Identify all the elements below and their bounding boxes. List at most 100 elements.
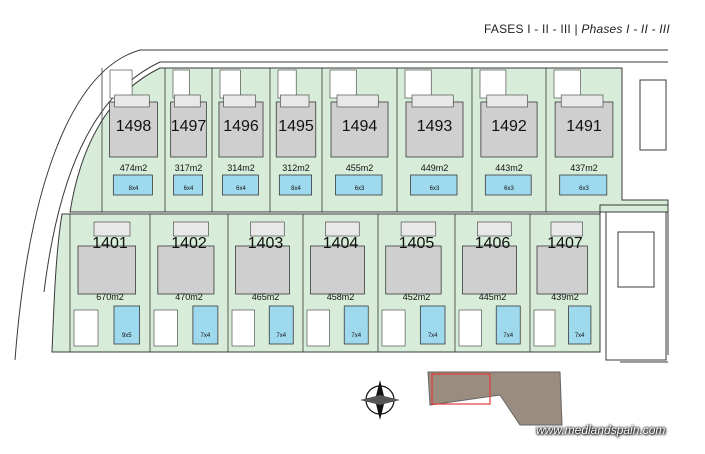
house-footprint [310, 245, 365, 295]
pool-size: 7x4 [503, 333, 513, 339]
roof-terrace [173, 221, 209, 237]
plot-number: 1403 [248, 235, 284, 252]
roof-terrace [93, 221, 131, 237]
locator-highlight [431, 373, 491, 405]
house-footprint [330, 101, 389, 158]
driveway [381, 309, 406, 347]
plot-number: 1493 [417, 118, 453, 135]
pool [112, 174, 153, 196]
pool-size: 6x4 [236, 186, 246, 192]
house-footprint [170, 101, 207, 158]
plot-number: 1496 [223, 118, 259, 135]
road-edge-far [14, 49, 668, 361]
roof-terrace [400, 221, 437, 237]
pool [335, 174, 383, 196]
plot-1492: 1492 443m2 6x3 [471, 68, 538, 212]
plot-area: 314m2 [227, 163, 255, 173]
plot-area: 458m2 [327, 292, 355, 302]
pool-size: 7x4 [201, 333, 211, 339]
roof-terrace [560, 94, 604, 108]
house-footprint [109, 101, 158, 158]
plot-number: 1405 [399, 235, 435, 252]
plot-1496: 1496 314m2 6x4 [211, 68, 264, 212]
road-edge-outer [43, 61, 668, 293]
pool-size: 7x4 [351, 333, 361, 339]
plot-area: 317m2 [175, 163, 203, 173]
plot-area: 465m2 [252, 292, 280, 302]
pool [192, 305, 219, 345]
driveway [553, 69, 581, 99]
plot-1497: 1497 317m2 6x4 [164, 68, 207, 212]
pool-size: 6x3 [579, 186, 589, 192]
pool [343, 305, 369, 345]
plot-area: 449m2 [421, 163, 449, 173]
compass-cross [360, 395, 400, 405]
pool [568, 305, 592, 345]
roof-terrace [250, 221, 285, 237]
pool [495, 305, 521, 345]
site-locator-map [427, 371, 563, 426]
roof-terrace [477, 221, 512, 237]
plot-number: 1497 [171, 118, 207, 135]
driveway [73, 309, 99, 347]
neighbour-building-top [639, 79, 667, 151]
plot-area: 443m2 [495, 163, 523, 173]
roof-terrace [174, 94, 201, 108]
road-edge-right [620, 210, 669, 363]
roof-terrace [280, 94, 310, 108]
roof-terrace [486, 94, 528, 108]
plot-number: 1406 [475, 235, 511, 252]
phases-title: FASES I - II - III | Phases I - II - III [484, 22, 670, 36]
plot-area: 670m2 [96, 292, 124, 302]
pool-size: 8x4 [291, 186, 301, 192]
roof-terrace [411, 94, 454, 108]
plot-number: 1494 [342, 118, 378, 135]
pool-size: 6x4 [184, 186, 194, 192]
pool-size: 9x5 [122, 333, 132, 339]
roof-terrace [336, 94, 379, 108]
pool-size: 8x4 [129, 186, 139, 192]
plot-1406: 1406 445m2 7x4 [454, 214, 521, 352]
plot-number: 1402 [171, 235, 207, 252]
house-footprint [218, 101, 264, 158]
house-footprint [462, 245, 517, 295]
driveway [306, 309, 330, 347]
driveway [329, 69, 357, 99]
plot-number: 1401 [92, 235, 128, 252]
plot-area: 312m2 [282, 163, 310, 173]
roof-terrace [325, 221, 360, 237]
phases-title-separator: | [574, 22, 578, 36]
driveway [109, 69, 133, 99]
plot-number: 1491 [566, 118, 602, 135]
plot-area: 474m2 [120, 163, 148, 173]
pool [173, 174, 204, 196]
pool-size: 6x3 [504, 186, 514, 192]
north-arrow-icon [360, 380, 400, 420]
driveway [479, 69, 507, 99]
plot-1495: 1495 312m2 8x4 [269, 68, 317, 212]
roof-terrace [114, 94, 150, 108]
plot-area: 470m2 [175, 292, 203, 302]
plot-area: 452m2 [403, 292, 431, 302]
driveway [172, 69, 190, 99]
pool-size: 6x3 [355, 186, 365, 192]
plot-area: 445m2 [479, 292, 507, 302]
plot-number: 1495 [278, 118, 314, 135]
plot-1401: 1401 670m2 9x5 [69, 214, 141, 352]
plot-number: 1407 [547, 235, 583, 252]
watermark-text: www.medlandspain.com [536, 423, 666, 437]
pool-size: 6x3 [430, 186, 440, 192]
house-footprint [77, 245, 136, 295]
pool-size: 7x4 [276, 333, 286, 339]
phases-title-main: FASES I - II - III [484, 22, 571, 36]
plot-number: 1492 [491, 118, 527, 135]
house-footprint [405, 101, 464, 158]
